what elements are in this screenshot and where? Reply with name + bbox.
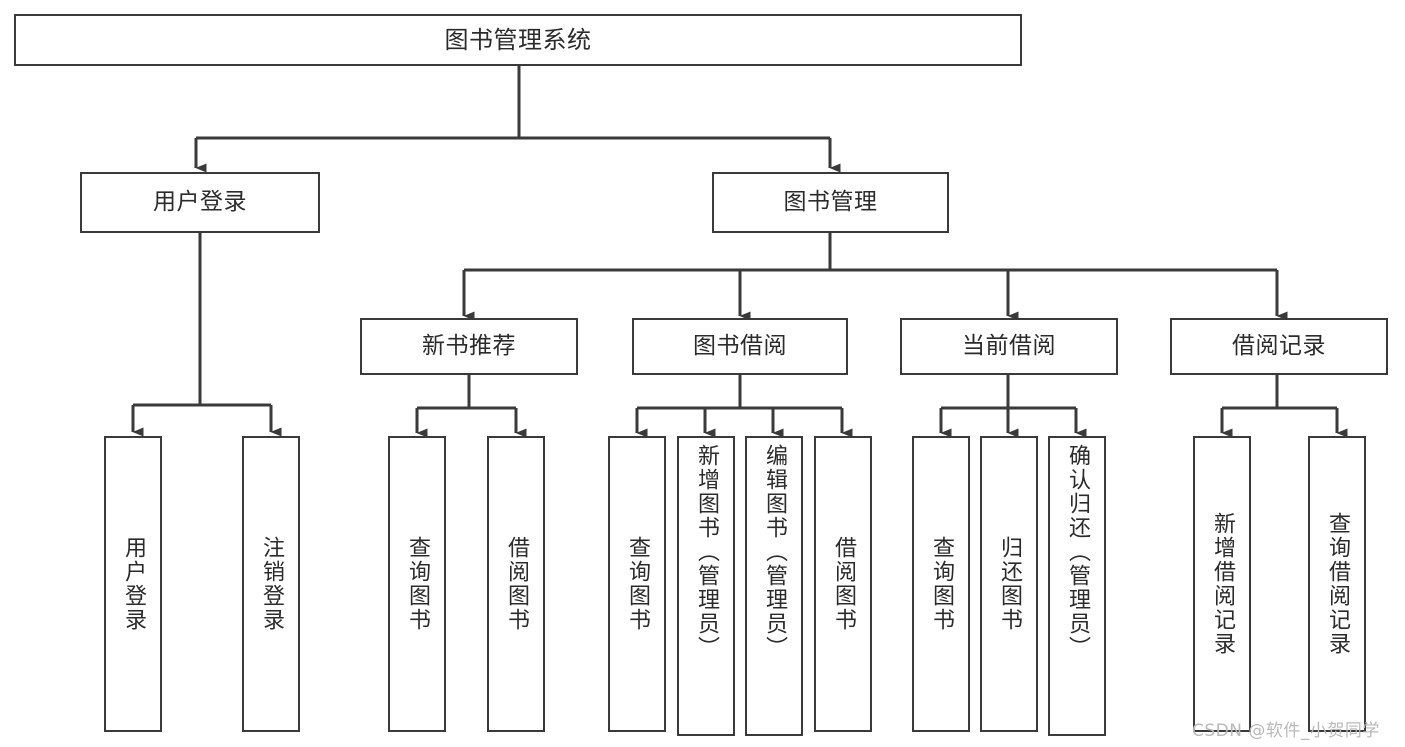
node-label: 查询图书 [405, 536, 430, 632]
node-label: 查询图书 [625, 536, 650, 632]
leaf-recommend-borrow-book[interactable]: 借阅图书 [487, 436, 545, 732]
leaf-borrow-add-book-admin[interactable]: 新增图书（管理员） [677, 436, 735, 736]
node-label: 图书借阅 [693, 332, 787, 359]
node-book-management[interactable]: 图书管理 [712, 172, 949, 233]
node-label: 图书管理系统 [444, 25, 592, 54]
node-label: 新书推荐 [422, 332, 516, 359]
node-label: 借阅记录 [1232, 332, 1326, 359]
node-label: 借阅图书 [831, 536, 856, 632]
node-current-borrow[interactable]: 当前借阅 [900, 318, 1118, 375]
leaf-recommend-query-book[interactable]: 查询图书 [388, 436, 446, 732]
node-label: 编辑图书（管理员） [762, 444, 787, 660]
node-borrow-record[interactable]: 借阅记录 [1170, 318, 1388, 375]
node-label: 图书管理 [783, 188, 878, 215]
watermark-csdn: CSDN @软件_小贺同学 [1192, 721, 1380, 741]
leaf-current-return-book[interactable]: 归还图书 [980, 436, 1038, 732]
node-label: 用户登录 [121, 536, 146, 632]
node-label: 新增图书（管理员） [694, 444, 719, 660]
node-label: 注销登录 [259, 536, 284, 632]
node-label: 确认归还（管理员） [1065, 444, 1090, 660]
node-label: 归还图书 [997, 536, 1022, 632]
leaf-current-confirm-return-admin[interactable]: 确认归还（管理员） [1048, 436, 1106, 736]
node-label: 借阅图书 [504, 536, 529, 632]
leaf-record-add-borrow-record[interactable]: 新增借阅记录 [1193, 436, 1251, 732]
leaf-user-login[interactable]: 用户登录 [104, 436, 162, 732]
leaf-user-logout[interactable]: 注销登录 [242, 436, 300, 732]
leaf-current-query-book[interactable]: 查询图书 [912, 436, 970, 732]
node-label: 新增借阅记录 [1210, 512, 1235, 656]
node-label: 查询借阅记录 [1325, 512, 1350, 656]
leaf-borrow-query-book[interactable]: 查询图书 [608, 436, 666, 732]
leaf-record-query-borrow-record[interactable]: 查询借阅记录 [1308, 436, 1366, 732]
node-label: 查询图书 [929, 536, 954, 632]
node-label: 当前借阅 [962, 332, 1056, 359]
node-root-book-management-system[interactable]: 图书管理系统 [14, 14, 1022, 66]
node-new-book-recommend[interactable]: 新书推荐 [360, 318, 578, 375]
leaf-borrow-edit-book-admin[interactable]: 编辑图书（管理员） [745, 436, 803, 736]
node-book-borrow[interactable]: 图书借阅 [632, 318, 848, 375]
node-label: 用户登录 [153, 188, 247, 215]
leaf-borrow-borrow-book[interactable]: 借阅图书 [814, 436, 872, 732]
node-user-login[interactable]: 用户登录 [80, 172, 320, 233]
